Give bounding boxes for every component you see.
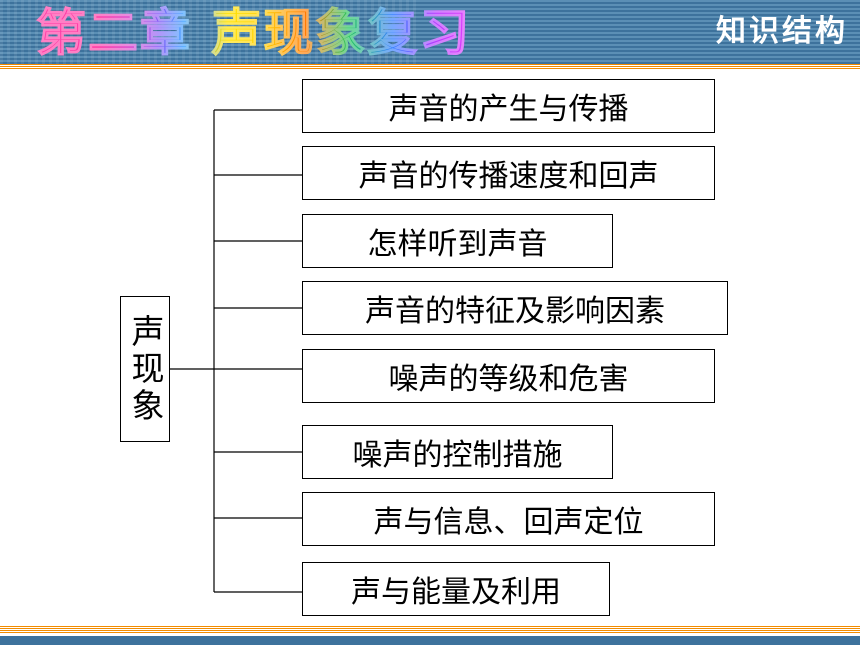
root-node: 声现象 bbox=[120, 296, 170, 442]
branch-node-5: 噪声的等级和危害 bbox=[302, 349, 715, 403]
branch-node-1: 声音的产生与传播 bbox=[302, 79, 715, 133]
root-label: 声现象 bbox=[126, 313, 165, 425]
header-band bbox=[0, 0, 860, 64]
bottom-band bbox=[0, 636, 860, 645]
branch-node-7: 声与信息、回声定位 bbox=[302, 492, 715, 546]
top-divider bbox=[0, 64, 860, 70]
slide-header: 第二章 声现象复习 知识结构 bbox=[0, 0, 860, 72]
branch-node-4: 声音的特征及影响因素 bbox=[302, 281, 728, 335]
section-tag: 知识结构 bbox=[716, 14, 848, 49]
branch-node-3: 怎样听到声音 bbox=[302, 214, 613, 268]
slide-title: 第二章 声现象复习 bbox=[35, 0, 471, 64]
branch-node-8: 声与能量及利用 bbox=[302, 562, 610, 616]
bottom-divider bbox=[0, 626, 860, 634]
branch-node-2: 声音的传播速度和回声 bbox=[302, 146, 715, 200]
branch-node-6: 噪声的控制措施 bbox=[302, 425, 613, 479]
